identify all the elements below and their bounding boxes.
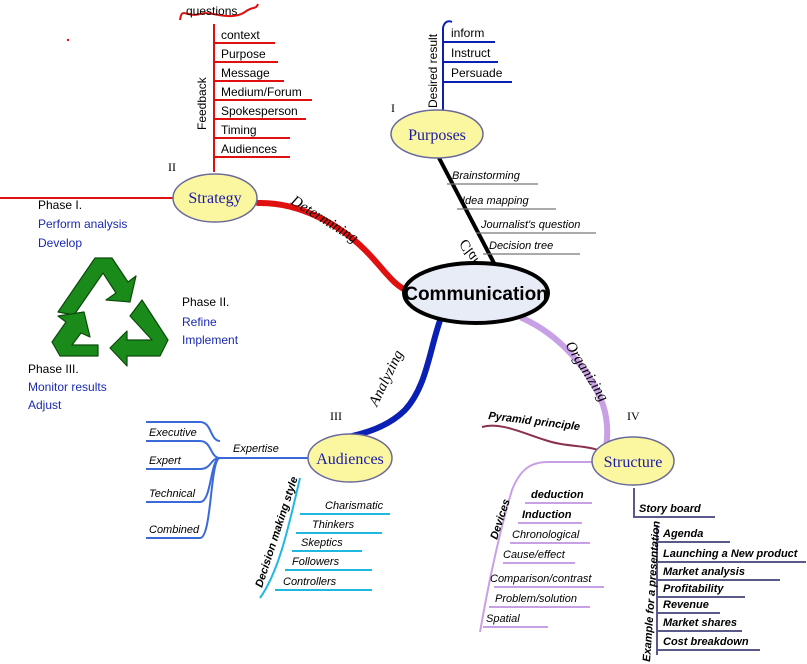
feedback-label: Feedback <box>195 76 209 130</box>
audiences-numeral: III <box>330 409 342 423</box>
expertise-label: Expertise <box>233 443 279 455</box>
strategy-label: Strategy <box>188 190 241 207</box>
device-item: Induction <box>522 509 572 521</box>
method-item: Brainstorming <box>452 170 521 182</box>
audiences-connector-line <box>349 312 445 439</box>
pyramid-line <box>481 424 599 451</box>
audiences-connector-label: Analyzing <box>366 347 407 409</box>
strategy-node[interactable] <box>172 173 258 223</box>
structure-node[interactable] <box>591 436 675 486</box>
expertise-item-line <box>146 457 221 539</box>
audiences-branch: Expertise ExecutiveExpertTechnicalCombin… <box>146 409 393 599</box>
example-item: Cost breakdown <box>663 636 749 648</box>
example-item: Market analysis <box>663 566 745 578</box>
example-item: Agenda <box>662 528 703 540</box>
device-item: deduction <box>531 489 584 501</box>
audiences-label: Audiences <box>316 451 384 468</box>
style-item: Followers <box>292 556 340 568</box>
purposes-connector-line <box>436 155 497 266</box>
feedback-item: Timing <box>221 123 257 137</box>
phase-2-step-2: Implement <box>182 333 239 347</box>
desired-result-label: Desired result <box>426 33 440 108</box>
device-item: Cause/effect <box>503 549 566 561</box>
desired-item: Persuade <box>451 66 503 80</box>
strategy-branch: questions Feedback contextPurposeMessage… <box>0 3 312 223</box>
feedback-item: Audiences <box>221 142 277 156</box>
feedback-item: Purpose <box>221 47 266 61</box>
desired-item: inform <box>451 26 484 40</box>
purposes-label: Purposes <box>408 127 466 144</box>
structure-label: Structure <box>604 454 663 471</box>
expertise-item: Combined <box>149 524 200 536</box>
phases-panel: Phase I. Perform analysis Develop Phase … <box>28 198 239 412</box>
structure-connector-line <box>519 315 611 451</box>
structure-branch: Pyramid principle Devices deductionInduc… <box>479 409 806 662</box>
method-item: Journalist's question <box>480 219 580 231</box>
pyramid-principle-label: Pyramid principle <box>488 410 581 433</box>
phase-1-step-1: Perform analysis <box>38 217 127 231</box>
phase-2-step-1: Refine <box>182 315 217 329</box>
method-item: Decision tree <box>489 240 553 252</box>
strategy-numeral: II <box>168 160 176 174</box>
stray-dot <box>66 38 70 42</box>
desired-item: Instruct <box>451 46 491 60</box>
style-item: Skeptics <box>301 537 343 549</box>
decision-style-label: Decision making style <box>253 475 300 589</box>
phase-3-step-2: Adjust <box>28 398 62 412</box>
structure-connector-label: Organizing <box>562 339 612 405</box>
phase-1-step-2: Develop <box>38 236 82 250</box>
storyboard-trunk <box>633 488 715 518</box>
style-item: Controllers <box>283 576 337 588</box>
devices-label: Devices <box>488 498 512 541</box>
example-item: Launching a New product <box>663 548 799 560</box>
purposes-numeral: I <box>391 101 395 115</box>
device-item: Chronological <box>512 529 580 541</box>
method-item: Idea mapping <box>462 195 530 207</box>
feedback-item: Medium/Forum <box>221 85 302 99</box>
devices-trunk <box>479 461 592 633</box>
style-item: Charismatic <box>325 500 384 512</box>
expertise-item: Executive <box>149 427 197 439</box>
feedback-item: Message <box>221 66 270 80</box>
feedback-item: Spokesperson <box>221 104 298 118</box>
example-item: Profitability <box>663 583 724 595</box>
desired-trunk <box>442 20 453 112</box>
communication-label: Communication <box>404 284 548 305</box>
phase-3-title: Phase III. <box>28 362 79 376</box>
questions-hook <box>179 3 259 21</box>
feedback-top-label: questions <box>186 4 237 18</box>
style-trunk <box>259 477 301 599</box>
example-item: Market shares <box>663 617 737 629</box>
device-item: Spatial <box>486 613 520 625</box>
expertise-item: Expert <box>149 455 182 467</box>
strategy-connector-label: Determining <box>287 192 361 247</box>
audiences-node[interactable] <box>307 433 393 483</box>
phase-2-title: Phase II. <box>182 295 229 309</box>
device-item: Comparison/contrast <box>490 573 592 585</box>
example-item: Revenue <box>663 599 709 611</box>
style-item: Thinkers <box>312 519 355 531</box>
phase-1-title: Phase I. <box>38 198 82 212</box>
recycle-arrows-icon <box>51 257 169 367</box>
feedback-item: context <box>221 28 260 42</box>
strategy-connector-line <box>255 199 413 295</box>
phase-3-step-1: Monitor results <box>28 380 107 394</box>
expertise-item: Technical <box>149 488 196 500</box>
storyboard-label: Story board <box>639 503 701 515</box>
communication-hub[interactable]: Communication <box>402 261 550 325</box>
device-item: Problem/solution <box>495 593 577 605</box>
purposes-node[interactable] <box>390 109 484 159</box>
structure-numeral: IV <box>627 409 640 423</box>
expertise-bracket <box>146 421 221 442</box>
